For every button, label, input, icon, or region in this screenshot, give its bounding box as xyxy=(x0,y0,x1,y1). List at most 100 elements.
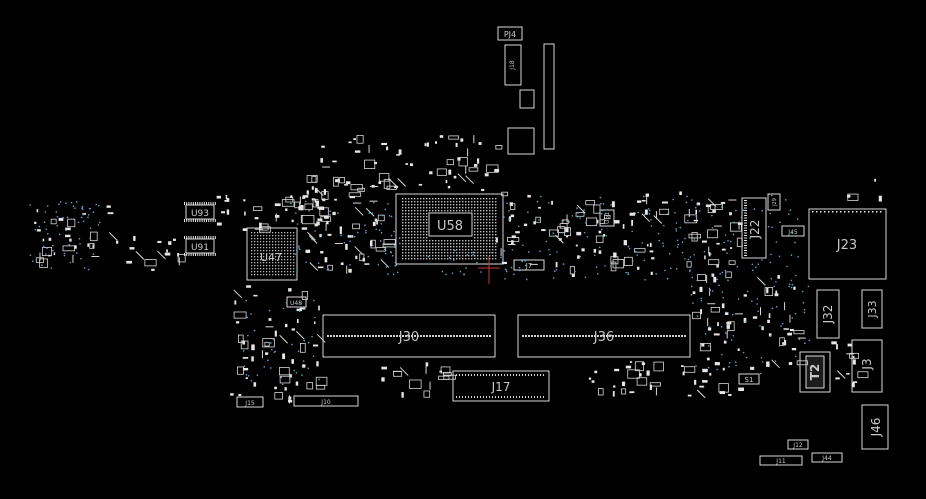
u58-ball xyxy=(426,198,428,200)
via xyxy=(648,209,651,212)
u58-ball xyxy=(468,204,470,206)
via xyxy=(429,263,432,265)
component-outline xyxy=(233,311,247,319)
via xyxy=(95,203,98,206)
u58-ball xyxy=(450,198,452,200)
u58-ball xyxy=(447,204,449,206)
u58-ball xyxy=(435,252,437,254)
via xyxy=(571,215,574,217)
via xyxy=(761,259,763,261)
u58-ball xyxy=(435,255,437,257)
connector-j17-outline xyxy=(452,370,550,402)
smd-pad xyxy=(435,141,438,144)
chip-pin xyxy=(195,236,196,239)
chip-pin xyxy=(201,236,203,239)
u58-ball xyxy=(486,255,488,257)
smd-pad xyxy=(702,368,708,373)
u58-ball xyxy=(459,198,461,200)
u58-ball xyxy=(426,216,428,218)
smd-pad xyxy=(323,189,326,195)
via xyxy=(650,219,652,221)
u47-ball xyxy=(278,241,280,243)
u47-ball xyxy=(263,253,265,255)
smd-pad xyxy=(784,340,787,346)
connector-pin xyxy=(840,211,842,213)
transformer-t2-outline xyxy=(799,351,831,393)
via xyxy=(790,254,793,256)
smd-pad xyxy=(835,377,840,380)
u58-ball xyxy=(417,246,419,248)
trace-segment xyxy=(771,359,780,369)
smd-pad xyxy=(300,204,304,211)
u58-ball xyxy=(471,249,473,251)
smd-pad xyxy=(177,253,180,257)
via xyxy=(291,343,293,346)
u58-ball xyxy=(405,243,407,245)
u58-ball xyxy=(408,225,410,227)
via xyxy=(307,367,310,370)
u47-ball xyxy=(287,271,289,273)
via xyxy=(695,365,697,367)
via xyxy=(75,252,78,254)
u47-ball xyxy=(266,235,268,237)
smd-pad xyxy=(274,203,281,207)
u58-ball xyxy=(447,198,449,200)
u58-ball xyxy=(423,228,425,230)
u47-ball xyxy=(254,274,256,276)
u58-ball xyxy=(423,234,425,236)
u47-ball xyxy=(257,232,259,234)
chip-pin xyxy=(188,236,190,239)
u58-ball xyxy=(486,237,488,239)
u58-ball xyxy=(474,258,476,260)
connector-pin xyxy=(872,211,874,213)
via xyxy=(29,254,32,256)
u58-ball xyxy=(432,246,434,248)
connector-j33-outline xyxy=(861,289,883,329)
u58-ball xyxy=(405,234,407,236)
chip-pin xyxy=(206,219,207,222)
u58-ball xyxy=(477,225,479,227)
via xyxy=(82,220,85,223)
j44-label: J44 xyxy=(821,455,832,462)
via xyxy=(268,309,271,312)
u58-ball xyxy=(423,246,425,248)
via xyxy=(373,202,375,204)
u58-ball xyxy=(489,216,491,218)
u58-ball xyxy=(441,198,443,200)
chip-pin xyxy=(212,219,214,222)
via xyxy=(393,230,395,233)
u47-ball xyxy=(251,256,253,258)
smd-pad xyxy=(291,359,294,364)
smd-pad xyxy=(631,219,634,226)
chip-pin xyxy=(214,202,216,205)
connector-pin xyxy=(852,211,854,213)
u47-ball xyxy=(254,259,256,261)
via xyxy=(610,204,612,206)
u58-ball xyxy=(462,207,464,209)
smd-pad xyxy=(353,138,356,141)
via xyxy=(312,355,315,358)
u47-ball xyxy=(281,259,283,261)
chip-pin xyxy=(210,219,212,222)
u58-ball xyxy=(420,246,422,248)
component-outline xyxy=(443,371,452,377)
via xyxy=(394,261,397,264)
smd-pad xyxy=(439,370,442,373)
u58-ball xyxy=(423,204,425,206)
u58-ball xyxy=(423,201,425,203)
connector-j12-outline xyxy=(787,439,809,450)
smd-pad xyxy=(704,255,706,260)
smd-pad xyxy=(53,252,56,256)
u58-ball xyxy=(471,258,473,260)
via xyxy=(380,223,383,225)
u58-ball xyxy=(480,258,482,260)
u58-ball xyxy=(456,201,458,203)
u58-ball xyxy=(432,243,434,245)
via xyxy=(779,221,781,224)
smd-pad xyxy=(565,227,569,233)
u47-ball xyxy=(275,271,277,273)
u47-ball xyxy=(260,247,262,249)
u47-ball xyxy=(254,253,256,255)
smd-pad xyxy=(484,173,489,177)
u47-ball xyxy=(263,271,265,273)
